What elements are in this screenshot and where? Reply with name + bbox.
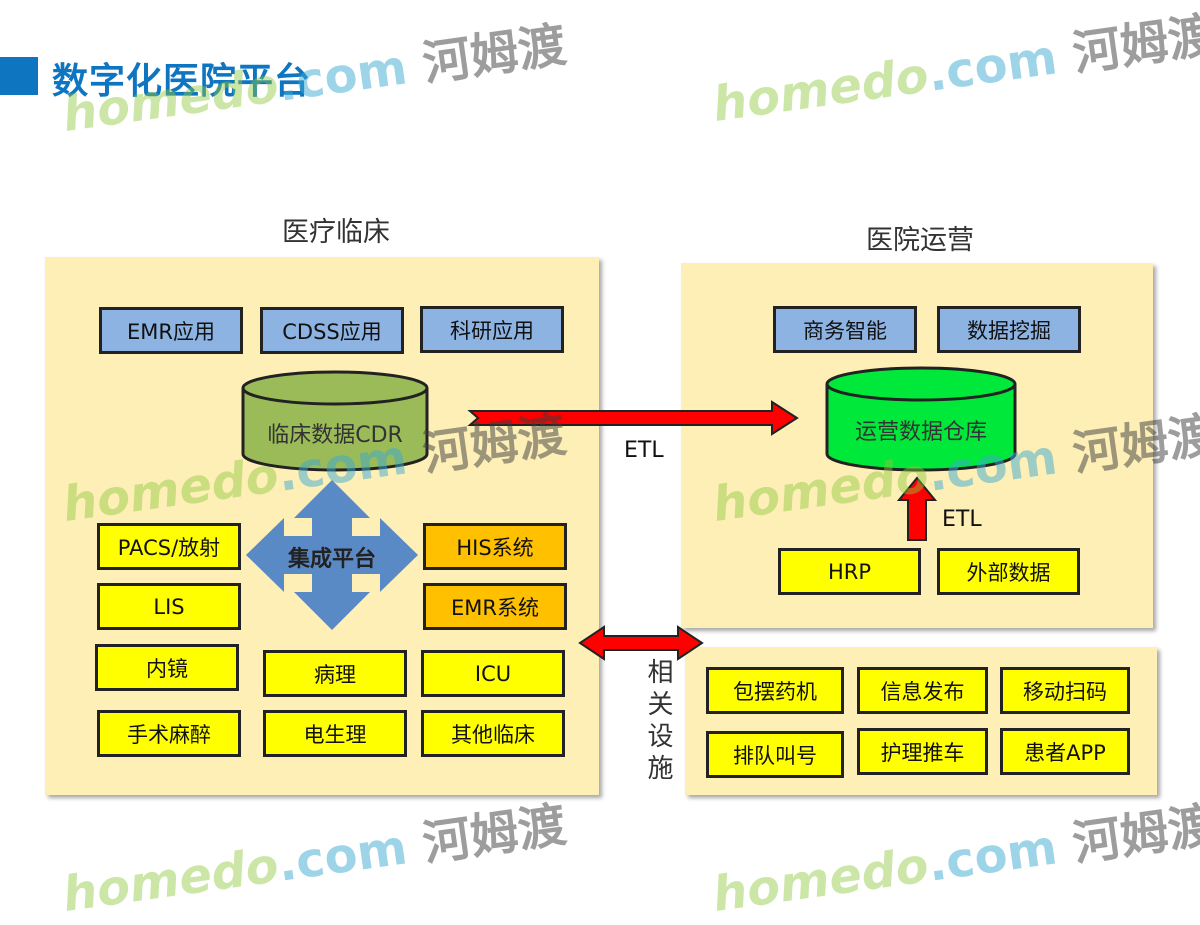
external-data-box: 外部数据 — [937, 548, 1080, 595]
his-box: HIS系统 — [423, 523, 567, 570]
warehouse-label: 运营数据仓库 — [854, 420, 987, 445]
facility-item: 患者APP — [1000, 728, 1130, 775]
lis-box: LIS — [97, 583, 241, 630]
other-clinical-box: 其他临床 — [421, 710, 565, 757]
warehouse-cylinder — [825, 366, 1017, 472]
diagram-shapes — [241, 366, 1017, 661]
facilities-double-arrow — [578, 625, 704, 661]
integration-cross-arrow — [246, 480, 418, 630]
bi-box: 商务智能 — [773, 306, 917, 353]
title-marker — [0, 57, 38, 95]
endoscopy-box: 内镜 — [95, 644, 239, 691]
page-title: 数字化医院平台 — [52, 61, 312, 102]
operations-heading: 医院运营 — [866, 225, 974, 256]
integration-platform-label: 集成平台 — [287, 547, 376, 572]
electrophysiology-box: 电生理 — [263, 710, 407, 757]
icu-box: ICU — [421, 650, 565, 697]
facility-item: 包摆药机 — [706, 667, 844, 714]
pacs-box: PACS/放射 — [97, 523, 241, 570]
facility-item: 移动扫码 — [1000, 667, 1130, 714]
facilities-label: 相关设施 — [643, 658, 673, 786]
research-app-box: 科研应用 — [420, 306, 564, 353]
emr-system-box: EMR系统 — [423, 583, 567, 630]
cdr-cylinder — [241, 370, 429, 472]
etl-main-label: ETL — [624, 438, 664, 463]
etl-arrow-up — [896, 476, 938, 541]
emr-app-box: EMR应用 — [99, 307, 243, 354]
facility-item: 护理推车 — [857, 728, 988, 775]
anesthesia-box: 手术麻醉 — [97, 710, 241, 757]
data-mining-box: 数据挖掘 — [937, 306, 1081, 353]
clinical-heading: 医疗临床 — [282, 217, 390, 248]
hrp-box: HRP — [778, 548, 921, 595]
etl-up-label: ETL — [942, 507, 982, 532]
etl-arrow-right — [467, 400, 799, 436]
cdr-label: 临床数据CDR — [267, 423, 403, 448]
facility-item: 信息发布 — [857, 667, 988, 714]
pathology-box: 病理 — [263, 650, 407, 697]
facility-item: 排队叫号 — [706, 731, 844, 778]
cdss-app-box: CDSS应用 — [260, 307, 404, 354]
